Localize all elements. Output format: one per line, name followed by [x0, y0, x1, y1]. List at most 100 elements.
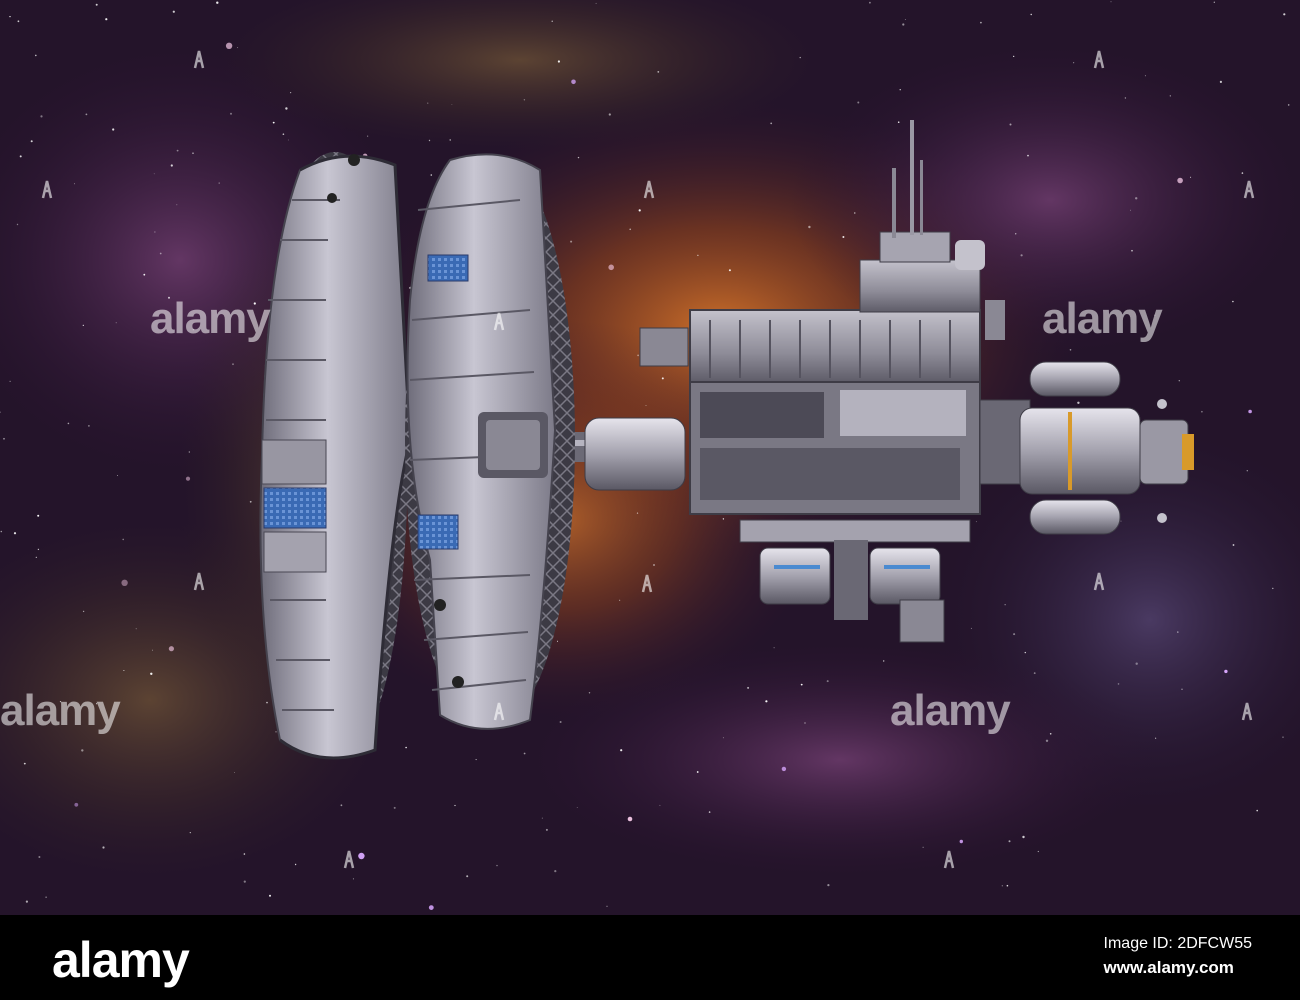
star	[0, 530, 3, 533]
star	[827, 884, 830, 887]
watermark-glyph	[493, 312, 505, 331]
star	[451, 104, 453, 105]
star	[854, 212, 856, 214]
star	[1130, 209, 1131, 211]
watermark-glyph	[1241, 702, 1253, 721]
star	[1077, 401, 1080, 404]
star	[466, 875, 469, 878]
star	[557, 640, 558, 642]
star	[1135, 197, 1138, 200]
image-id-label: Image ID: 2DFCW55	[1103, 935, 1252, 952]
habitat-ring-right	[405, 153, 575, 730]
star	[1045, 739, 1049, 742]
star	[1287, 104, 1290, 106]
star	[588, 692, 591, 694]
star	[367, 135, 369, 137]
star	[16, 223, 19, 226]
star	[722, 518, 725, 520]
star	[230, 112, 232, 115]
star	[959, 839, 963, 844]
star	[352, 878, 354, 880]
space-scene	[0, 0, 1300, 910]
star	[269, 894, 271, 897]
star	[576, 807, 578, 808]
star	[653, 564, 655, 566]
star	[1232, 544, 1235, 546]
star	[38, 856, 41, 858]
star	[1246, 470, 1249, 472]
star	[74, 183, 75, 185]
star	[1219, 80, 1222, 83]
star	[904, 19, 906, 20]
star	[37, 514, 40, 517]
star	[282, 133, 285, 135]
star	[1024, 651, 1027, 654]
star	[1110, 1, 1112, 3]
star	[143, 273, 146, 276]
star	[659, 804, 661, 806]
watermark-glyph	[641, 574, 653, 593]
star	[1283, 13, 1286, 16]
star	[59, 701, 62, 703]
star	[253, 302, 256, 305]
star	[1004, 604, 1006, 606]
star	[123, 670, 125, 671]
star	[636, 512, 639, 514]
watermark-glyph	[1093, 572, 1105, 591]
footer-url[interactable]: www.alamy.com	[1103, 958, 1234, 977]
star	[290, 92, 292, 94]
star	[340, 804, 343, 807]
star	[40, 115, 43, 118]
star	[1022, 835, 1025, 839]
star	[1001, 885, 1003, 887]
star	[1144, 75, 1146, 77]
star	[842, 236, 845, 238]
star	[170, 164, 173, 167]
star	[899, 89, 901, 91]
star	[393, 806, 396, 809]
star	[804, 722, 806, 724]
star	[697, 254, 699, 256]
star	[1135, 662, 1138, 665]
star	[115, 322, 117, 324]
star	[159, 252, 162, 255]
star	[645, 405, 647, 406]
star	[980, 21, 982, 24]
star	[1009, 123, 1012, 126]
star	[496, 864, 498, 867]
engine-section	[979, 361, 1194, 535]
star	[557, 60, 561, 63]
watermark-bottom-left: alamy	[0, 686, 121, 735]
star	[1015, 233, 1017, 235]
star	[82, 610, 85, 613]
star	[74, 802, 79, 807]
star	[1117, 683, 1120, 685]
stock-footer-bar: alamy Image ID: 2DFCW55 www.alamy.com	[0, 915, 1300, 1000]
habitat-ring-left	[259, 152, 412, 760]
star	[799, 56, 801, 59]
star	[570, 240, 573, 243]
star	[883, 660, 885, 662]
star	[405, 746, 407, 749]
star	[1027, 154, 1029, 157]
star	[454, 804, 456, 807]
star	[661, 377, 664, 380]
star	[176, 204, 178, 206]
star	[154, 231, 156, 233]
main-hull	[689, 120, 1005, 643]
star	[135, 628, 137, 630]
star	[1033, 672, 1036, 674]
star	[172, 10, 175, 13]
star	[1131, 249, 1133, 252]
star	[1177, 177, 1183, 184]
star	[1020, 254, 1023, 257]
star	[606, 905, 608, 907]
star	[1178, 380, 1181, 382]
star	[773, 647, 775, 649]
footer-meta: Image ID: 2DFCW55 www.alamy.com	[1104, 933, 1252, 981]
star	[637, 354, 639, 357]
star	[545, 828, 548, 831]
star	[800, 683, 803, 686]
star	[9, 380, 11, 382]
star	[266, 701, 268, 704]
